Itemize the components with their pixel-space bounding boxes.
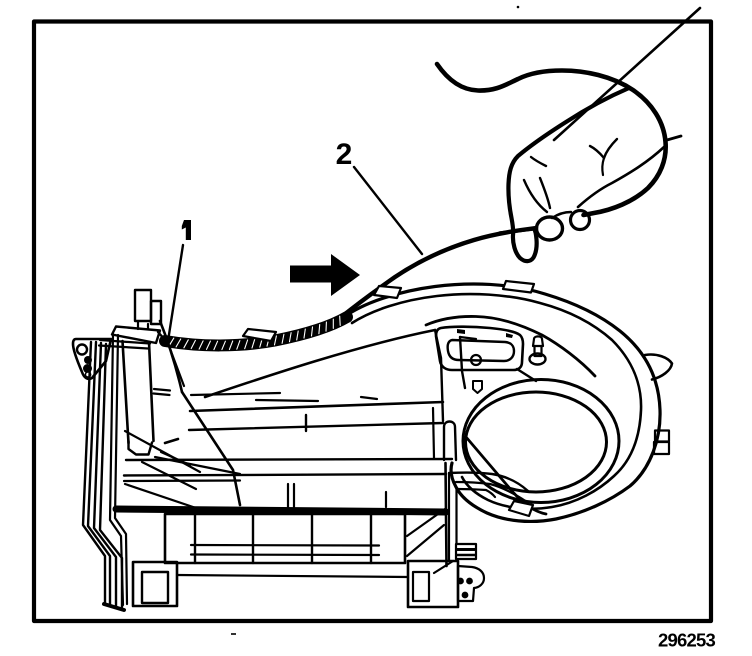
svg-text:2: 2: [336, 138, 353, 171]
svg-text:296253: 296253: [658, 630, 715, 651]
